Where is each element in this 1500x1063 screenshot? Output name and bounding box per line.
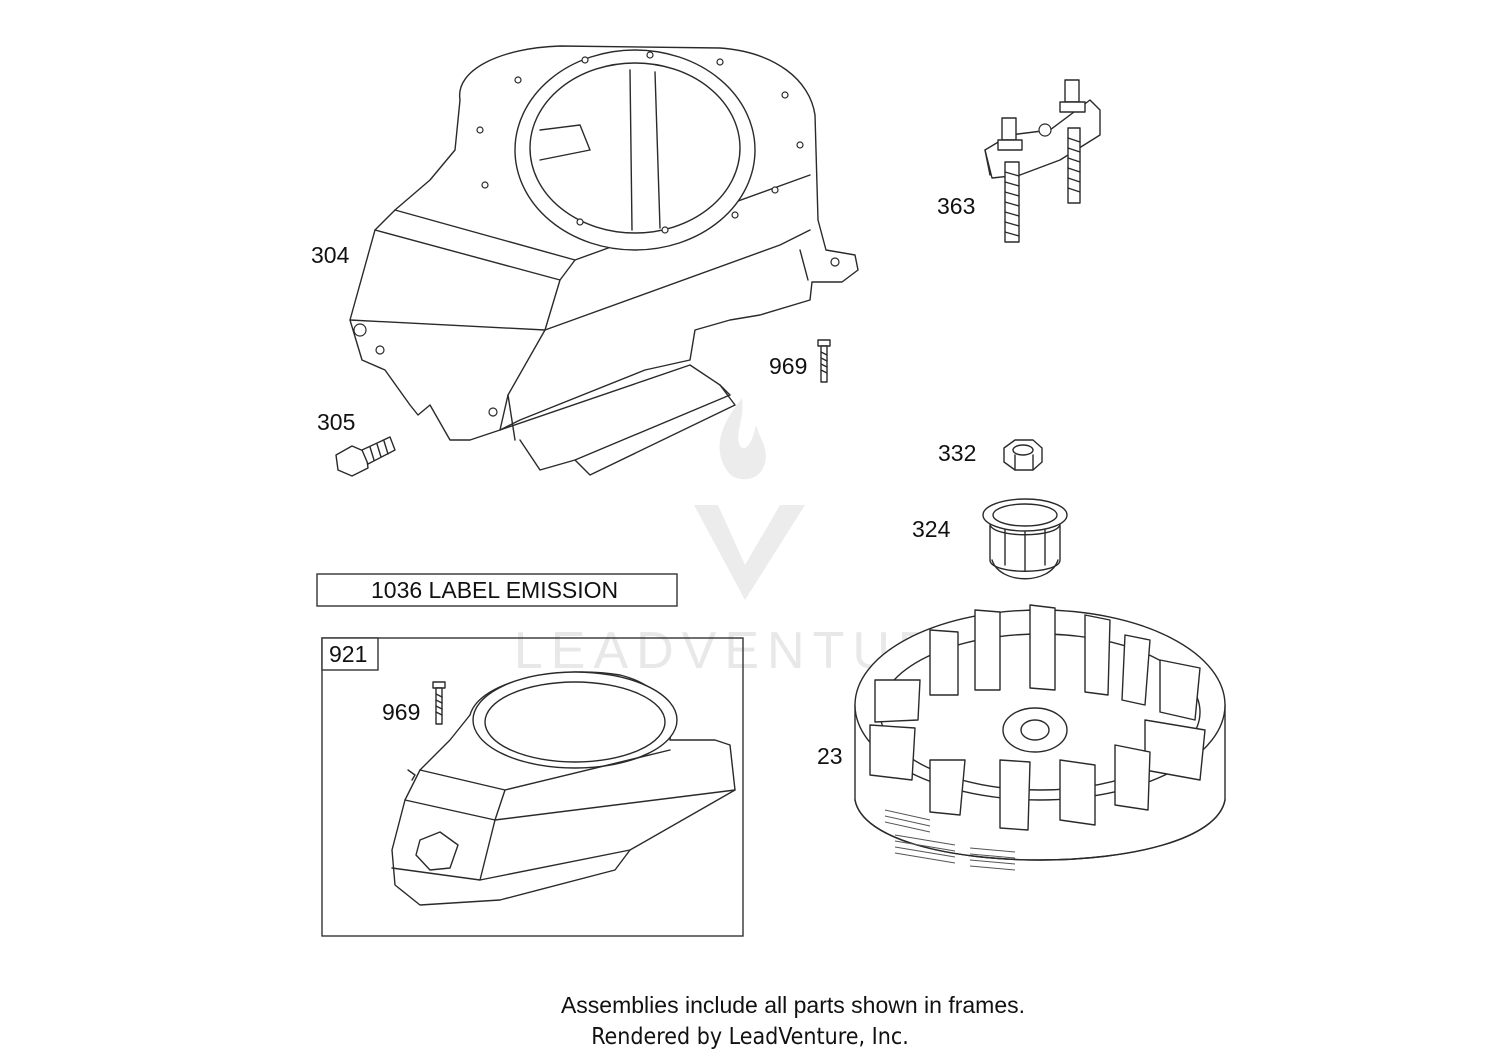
bolt-305	[335, 436, 396, 477]
screw-969-frame	[432, 681, 446, 725]
callout-304: 304	[311, 242, 350, 268]
callout-921: 921	[329, 641, 367, 667]
label-emission-text: 1036 LABEL EMISSION	[371, 577, 618, 603]
blower-housing-304	[349, 45, 859, 476]
callout-969-frame: 969	[382, 699, 420, 725]
callout-305: 305	[317, 409, 355, 435]
callout-332: 332	[938, 440, 976, 466]
watermark-logo	[694, 398, 805, 600]
nut-332	[1003, 439, 1043, 471]
footer-note: Assemblies include all parts shown in fr…	[561, 992, 1025, 1018]
screw-969-top	[817, 339, 831, 383]
footer-credit: Rendered by LeadVenture, Inc.	[591, 1024, 909, 1050]
callout-23: 23	[817, 743, 843, 769]
callout-969-top: 969	[769, 353, 807, 379]
frame-921-tab	[321, 637, 379, 671]
frame-921	[321, 637, 744, 937]
callout-363: 363	[937, 193, 975, 219]
blower-housing-assembly-921	[391, 671, 736, 906]
callout-324: 324	[912, 516, 951, 542]
label-emission-box	[316, 573, 678, 607]
flywheel-23	[854, 604, 1226, 871]
bracket-363	[984, 79, 1101, 243]
starter-cup-324	[982, 498, 1068, 580]
